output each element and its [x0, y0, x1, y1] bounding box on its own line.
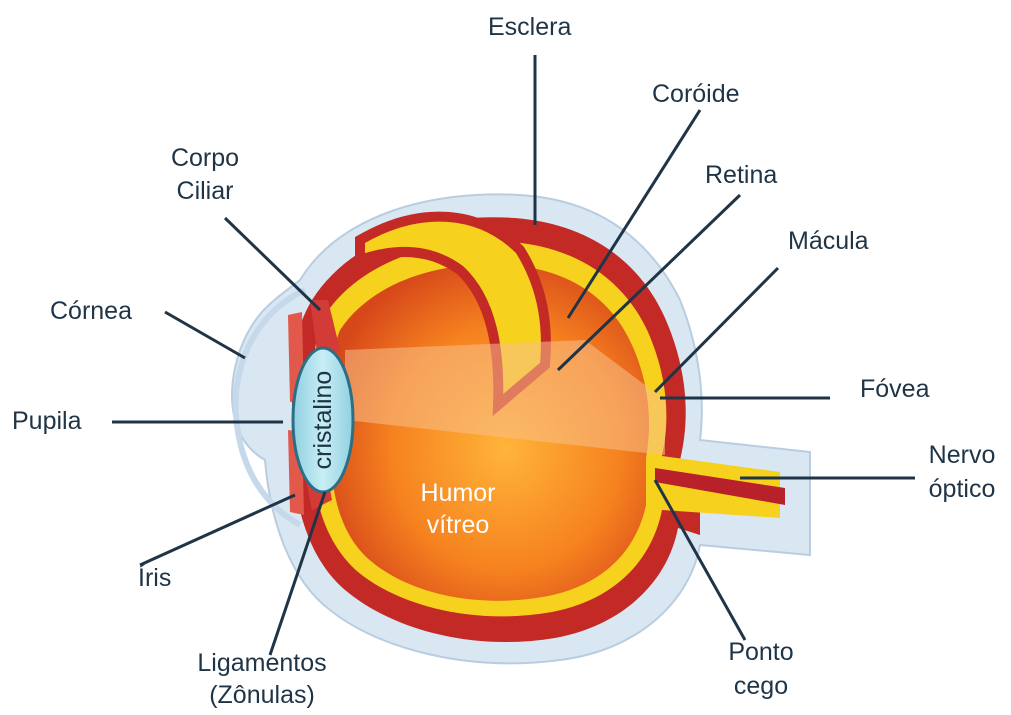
label-ponto-cego-1: Ponto	[718, 637, 804, 667]
leader-iris	[140, 495, 295, 565]
label-corpo-ciliar-2: Ciliar	[163, 176, 247, 206]
label-cornea: Córnea	[50, 296, 132, 326]
label-macula: Mácula	[788, 226, 869, 256]
label-nervo-optico-1: Nervo	[918, 440, 1006, 470]
label-ligamentos-1: Ligamentos	[180, 648, 344, 678]
label-esclera: Esclera	[488, 12, 571, 42]
leader-cornea	[165, 312, 245, 358]
label-iris: Íris	[138, 563, 171, 593]
label-ligamentos-2: (Zônulas)	[180, 680, 344, 710]
label-corpo-ciliar-1: Corpo	[163, 143, 247, 173]
label-ponto-cego-2: cego	[718, 671, 804, 701]
label-humor-vitreo-2: vítreo	[403, 510, 513, 540]
leader-corpo-ciliar	[225, 218, 320, 310]
label-pupila: Pupila	[12, 406, 82, 436]
label-humor-vitreo-1: Humor	[403, 478, 513, 508]
label-nervo-optico-2: óptico	[918, 474, 1006, 504]
label-coroide: Coróide	[652, 79, 740, 109]
label-fovea: Fóvea	[860, 374, 929, 404]
label-cristalino: cristalino	[308, 360, 338, 480]
label-retina: Retina	[705, 160, 777, 190]
